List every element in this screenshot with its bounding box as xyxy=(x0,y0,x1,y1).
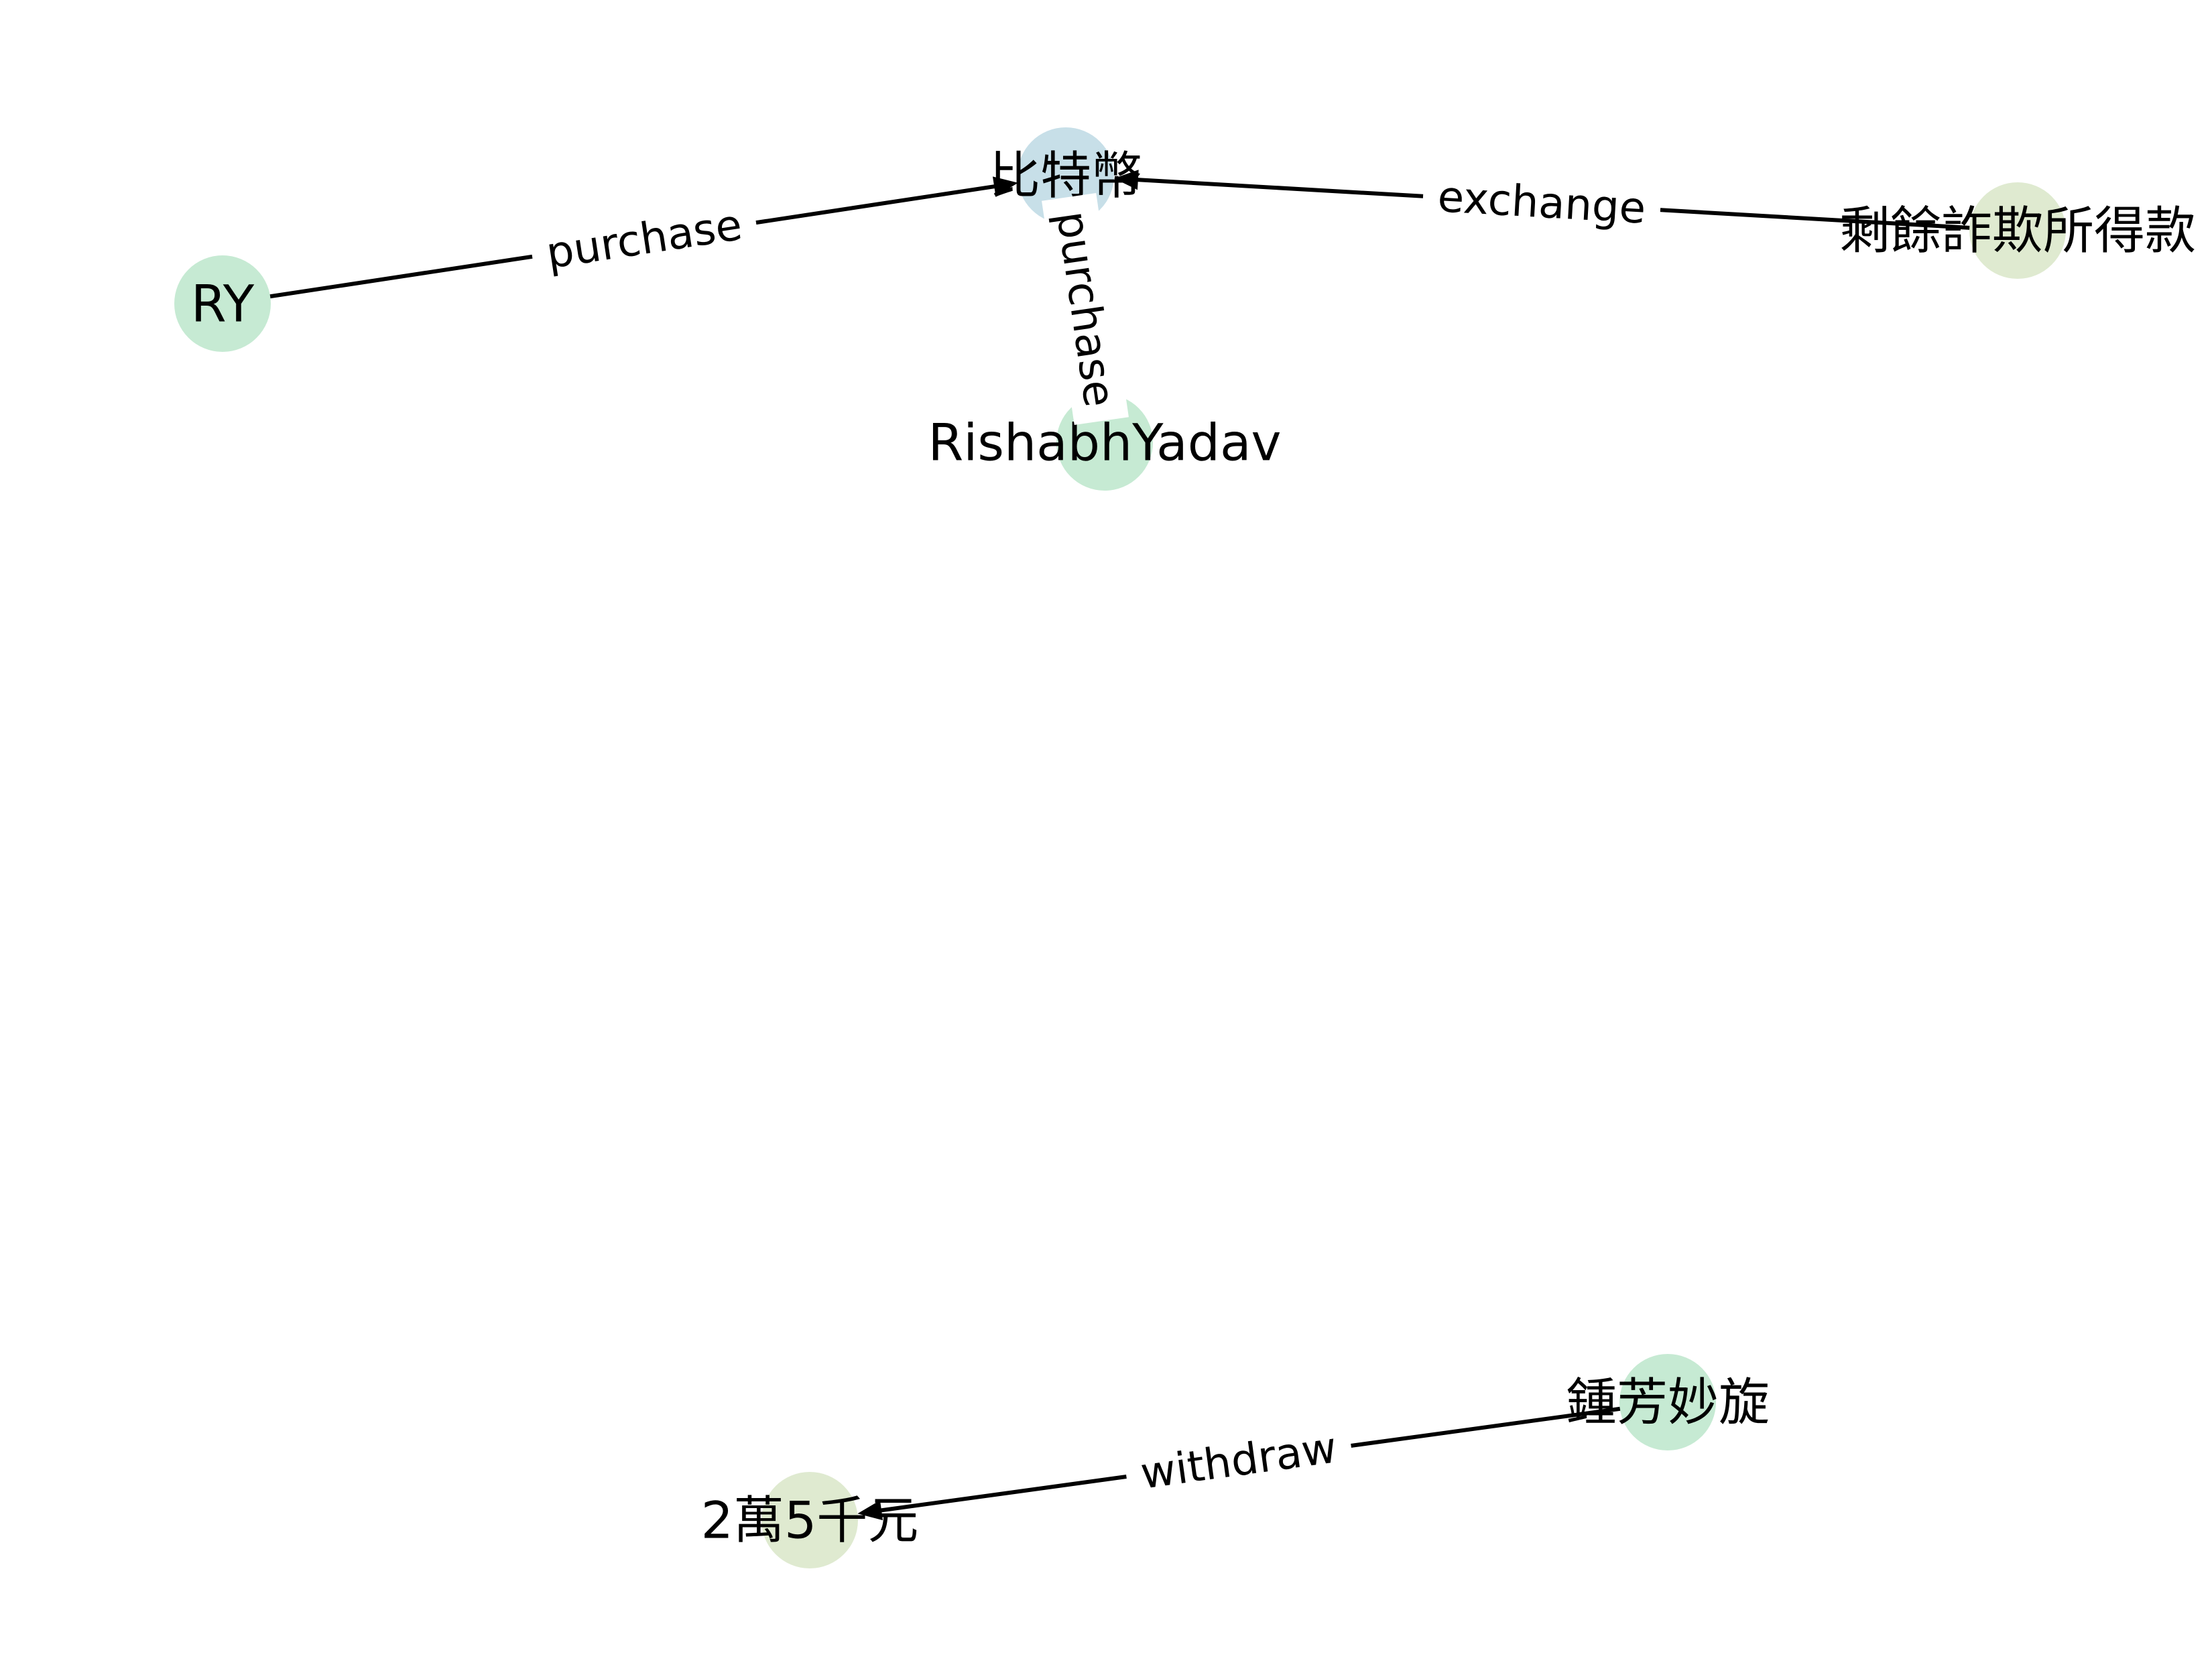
edge-label-group-rishabh-to-bitcoin: purchase xyxy=(1042,192,1129,426)
node-money xyxy=(761,1472,858,1568)
node-zhong xyxy=(1619,1354,1716,1450)
edge-label-group-fraud-to-bitcoin: exchange xyxy=(1421,168,1662,238)
edge-label-background xyxy=(528,195,761,284)
node-label-bitcoin: 比特幣 xyxy=(989,146,1142,206)
node-label-rishabh: RishabhYadav xyxy=(928,413,1282,473)
node-ry xyxy=(174,255,271,352)
edge-label-exchange: exchange xyxy=(1436,172,1647,234)
node-label-zhong: 鍾芳妙旋 xyxy=(1566,1373,1770,1432)
node-label-ry: RY xyxy=(191,274,255,334)
edge-label-group-ry-to-bitcoin: purchase xyxy=(528,195,761,284)
arrowhead-fraud-to-bitcoin xyxy=(1113,170,1139,190)
edge-label-background xyxy=(1421,168,1662,238)
edge-labels-layer: purchase purchase exchange withdraw xyxy=(528,168,1662,1504)
edge-label-background xyxy=(1122,1418,1355,1504)
arrowhead-zhong-to-money xyxy=(857,1500,883,1521)
arrowhead-ry-to-bitcoin xyxy=(992,176,1018,197)
edge-label-background xyxy=(1042,192,1129,426)
node-label-money: 2萬5千元 xyxy=(701,1491,919,1550)
edge-label-group-zhong-to-money: withdraw xyxy=(1122,1418,1355,1504)
node-fraud xyxy=(1969,182,2066,279)
node-label-fraud: 剩餘詐欺所得款 xyxy=(1839,201,2196,261)
nodes-layer xyxy=(174,127,2066,1568)
